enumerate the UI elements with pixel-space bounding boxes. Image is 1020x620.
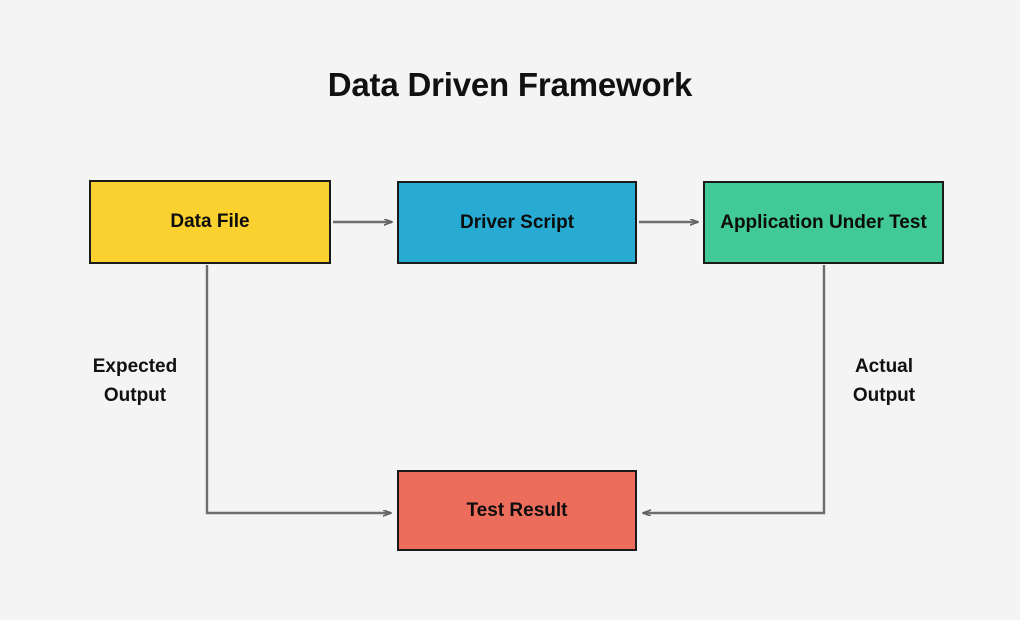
edge-label-expected-output-line-2: Output (103, 384, 167, 406)
page-title: Data Driven Framework (327, 66, 693, 103)
edge-label-actual-output-line-2: Output (852, 384, 916, 406)
node-application-under-test[interactable]: Application Under Test (703, 181, 944, 264)
node-application-under-test-label: Application Under Test (720, 211, 927, 233)
node-test-result-label: Test Result (466, 499, 568, 521)
connector-data-file-to-test-result (205, 265, 391, 513)
node-driver-script-label: Driver Script (459, 211, 575, 233)
node-data-file-label: Data File (170, 211, 250, 233)
edge-label-expected-output-line-1: Expected (92, 356, 178, 377)
node-driver-script[interactable]: Driver Script (397, 181, 637, 264)
edge-label-actual-output: Actual Output (834, 353, 934, 410)
connector-application-under-test-to-test-result (643, 265, 826, 513)
node-data-file[interactable]: Data File (89, 180, 331, 264)
edge-label-expected-output: Expected Output (62, 353, 208, 410)
node-test-result[interactable]: Test Result (397, 470, 637, 551)
edge-label-actual-output-line-1: Actual (854, 356, 914, 377)
